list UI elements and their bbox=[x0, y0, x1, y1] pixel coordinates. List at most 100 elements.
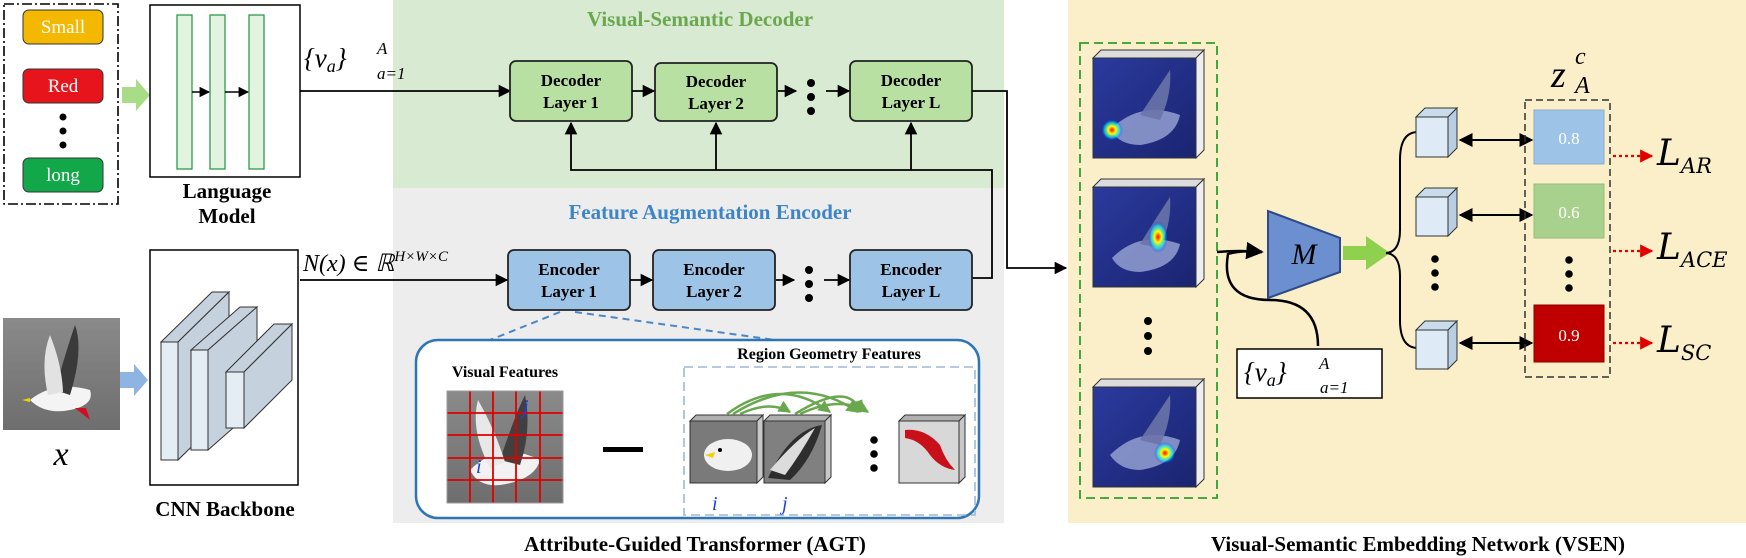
z-label: z bbox=[1550, 54, 1566, 96]
ellipsis-dot bbox=[59, 127, 67, 135]
svg-text:Layer L: Layer L bbox=[882, 93, 941, 112]
scores-frame bbox=[1524, 99, 1611, 378]
ellipsis-dot bbox=[807, 107, 815, 115]
z-sup: c bbox=[1575, 44, 1586, 70]
decoder-title: Visual-Semantic Decoder bbox=[587, 7, 813, 31]
embedding-cube-3 bbox=[1414, 319, 1459, 371]
ellipsis-dot bbox=[1144, 317, 1152, 325]
va-lower: a=1 bbox=[377, 64, 405, 83]
attribute-red-chip bbox=[22, 68, 104, 104]
ellipsis-dot bbox=[1565, 270, 1573, 278]
visual-features-label: Visual Features bbox=[452, 364, 558, 381]
region-relation-arcs bbox=[726, 391, 870, 416]
embedding-cube-1 bbox=[1414, 106, 1459, 159]
ellipsis-dot bbox=[1565, 284, 1573, 292]
z-sub: A bbox=[1573, 73, 1590, 99]
svg-text:Encoder: Encoder bbox=[683, 260, 745, 279]
lm-column-1 bbox=[176, 14, 193, 170]
nx-label: N(x) ∈ ℝH×W×C bbox=[302, 249, 449, 277]
score-value-3: 0.9 bbox=[1558, 326, 1579, 345]
ellipsis-dot bbox=[807, 93, 815, 101]
loss-sc-label: LSC bbox=[1656, 320, 1711, 365]
score-value-1: 0.8 bbox=[1558, 129, 1579, 148]
embedding-cube-2 bbox=[1414, 186, 1459, 238]
embedding-brace bbox=[1385, 131, 1419, 349]
heatmap-3 bbox=[1091, 377, 1206, 489]
heatmap-2 bbox=[1091, 177, 1206, 289]
lm-column-3 bbox=[248, 14, 265, 170]
ellipsis-dot bbox=[807, 79, 815, 87]
attribute-long-label: long bbox=[46, 165, 80, 186]
encoder-to-decoder-feedback bbox=[564, 121, 993, 279]
svg-text:j: j bbox=[520, 396, 529, 418]
score-box-2 bbox=[1533, 183, 1605, 239]
svg-text:i: i bbox=[476, 456, 482, 478]
input-symbol: x bbox=[52, 436, 68, 473]
cnn-backbone-title: CNN Backbone bbox=[155, 497, 294, 521]
attribute-red-label: Red bbox=[48, 76, 79, 97]
region-crop-leg bbox=[897, 413, 967, 485]
va-to-m-arrow bbox=[1225, 250, 1320, 347]
ellipsis-dot bbox=[1431, 269, 1439, 277]
decoder-layer-1: Decoder Layer 1 bbox=[509, 60, 633, 122]
mapping-symbol: M bbox=[1291, 238, 1319, 271]
ellipsis-dot bbox=[1431, 283, 1439, 291]
svg-text:Decoder: Decoder bbox=[686, 72, 747, 91]
ellipsis-dot bbox=[870, 436, 878, 444]
heatmap-1 bbox=[1091, 48, 1206, 160]
va-box-lower: a=1 bbox=[1320, 378, 1348, 397]
encoder-layer-L: Encoder Layer L bbox=[849, 249, 973, 311]
va-upper: A bbox=[376, 39, 388, 58]
ellipsis-dot bbox=[1144, 347, 1152, 355]
lm-column-2 bbox=[209, 14, 226, 170]
language-model-title-2: Model bbox=[198, 204, 255, 228]
region-crop-i bbox=[688, 413, 765, 485]
svg-text:Decoder: Decoder bbox=[881, 71, 942, 90]
svg-text:Layer L: Layer L bbox=[882, 282, 941, 301]
svg-text:i: i bbox=[712, 493, 718, 515]
encoder-layer-1: Encoder Layer 1 bbox=[507, 249, 631, 311]
ellipsis-dot bbox=[1431, 255, 1439, 263]
score-value-2: 0.6 bbox=[1558, 203, 1579, 222]
va-box-label: {va} bbox=[1244, 357, 1287, 390]
attributes-to-lm-arrow bbox=[122, 79, 150, 111]
region-geometry-label: Region Geometry Features bbox=[737, 346, 921, 363]
minus-sign bbox=[603, 447, 643, 452]
cnn-layer-blocks bbox=[159, 290, 294, 462]
region-crop-j bbox=[762, 413, 833, 485]
ellipsis-dot bbox=[805, 294, 813, 302]
attribute-small-chip bbox=[22, 9, 104, 45]
ellipsis-dot bbox=[805, 266, 813, 274]
mapping-module bbox=[1267, 209, 1341, 300]
attribute-long-chip bbox=[22, 157, 104, 193]
region-geometry-frame bbox=[683, 366, 976, 516]
svg-text:j: j bbox=[779, 493, 788, 515]
decoder-output-line bbox=[972, 90, 1068, 275]
svg-text:Encoder: Encoder bbox=[880, 260, 942, 279]
va-box-upper: A bbox=[1318, 354, 1330, 373]
ellipsis-dot bbox=[1565, 256, 1573, 264]
ellipsis-dot bbox=[59, 141, 67, 149]
svg-text:Encoder: Encoder bbox=[538, 260, 600, 279]
agt-caption: Attribute-Guided Transformer (AGT) bbox=[524, 532, 866, 556]
decoder-layer-L: Decoder Layer L bbox=[849, 60, 973, 122]
visual-features-grid: i j bbox=[446, 390, 564, 504]
svg-text:Layer 2: Layer 2 bbox=[688, 94, 744, 113]
attribute-small-label: Small bbox=[41, 17, 85, 38]
svg-text:Layer 1: Layer 1 bbox=[543, 93, 599, 112]
input-bird-image bbox=[3, 318, 120, 430]
ellipsis-dot bbox=[59, 113, 67, 121]
loss-ace-label: LACE bbox=[1656, 227, 1727, 272]
image-to-cnn-arrow bbox=[120, 364, 148, 396]
heatmap-stack-frame bbox=[1079, 42, 1218, 499]
m-to-embeddings-arrow bbox=[1343, 236, 1390, 270]
encoder-layer-2: Encoder Layer 2 bbox=[652, 249, 776, 311]
ellipsis-dot bbox=[1144, 332, 1152, 340]
ellipsis-dot bbox=[805, 280, 813, 288]
loss-ar-label: LAR bbox=[1656, 133, 1712, 178]
language-model-title: Language bbox=[183, 179, 272, 203]
svg-text:Layer 2: Layer 2 bbox=[686, 282, 742, 301]
va-label: {va} bbox=[304, 43, 347, 76]
encoder-title: Feature Augmentation Encoder bbox=[568, 200, 851, 224]
